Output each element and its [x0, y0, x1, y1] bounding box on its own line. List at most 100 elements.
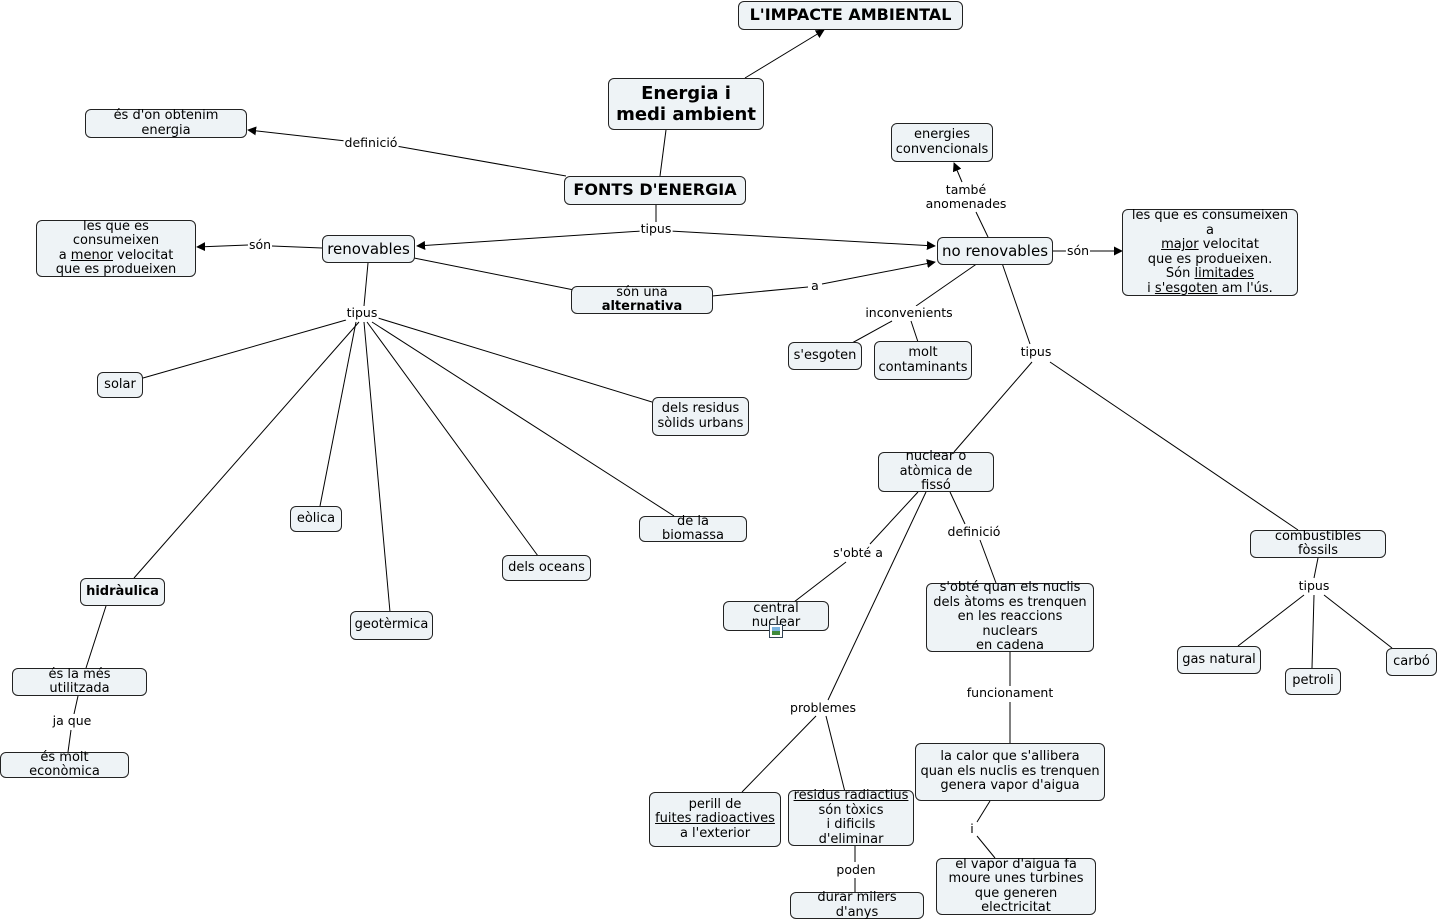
link-fonts-definicio: [395, 145, 567, 177]
link-renovables-son: [271, 245, 323, 249]
node-text-fragment: Són: [1165, 266, 1195, 281]
link-fossils-tipus: [1313, 557, 1319, 579]
link-tipus-fossils: [1049, 361, 1299, 531]
link-norenovables-inconvenients: [915, 262, 979, 307]
link-label-son-renovables: són: [247, 237, 273, 252]
node-text-fragment: atòmica de fissó: [899, 463, 973, 494]
node-text-fragment: genera vapor d'aigua: [940, 778, 1080, 794]
node-text-fragment: les que es consumeixen: [72, 218, 160, 248]
node-text-fragment: energies: [914, 127, 970, 142]
node-text-fragment: que es produeixen: [55, 262, 177, 277]
node-mes-utilitzada[interactable]: és la més utilitzada: [12, 667, 147, 696]
link-norenovables-tambe: [975, 211, 989, 238]
node-oceans[interactable]: dels oceans: [502, 555, 591, 581]
node-durar-milers[interactable]: durar milers d'anys: [790, 890, 924, 920]
node-gas-natural[interactable]: gas natural: [1177, 646, 1261, 674]
node-solar[interactable]: solar: [97, 372, 143, 398]
node-obtenim-energia[interactable]: és d'on obtenim energia: [85, 108, 247, 138]
node-alternativa[interactable]: són una alternativa: [571, 285, 713, 314]
link-son-menor: [196, 242, 249, 252]
node-text: geotèrmica: [355, 618, 429, 633]
link-tipus-eolica: [319, 321, 357, 507]
node-text-fragment: que generen electricitat: [974, 885, 1058, 915]
node-text: combustibles fòssils: [1255, 529, 1381, 559]
node-text-fragment: de la biomassa: [662, 513, 724, 543]
node-text-fragment: Energia i: [641, 83, 731, 104]
node-text-fragment: durar milers d'anys: [817, 890, 897, 920]
node-biomassa[interactable]: de la biomassa: [639, 513, 747, 543]
node-eolica[interactable]: eòlica: [290, 506, 342, 532]
node-text: hidràulica: [86, 583, 159, 600]
link-tipus-norenovables: [669, 230, 936, 251]
node-molt-economica[interactable]: és molt econòmica: [0, 750, 129, 779]
node-text-fragment: s'esgoten: [1154, 280, 1218, 296]
node-text-fragment: que es produeixen.: [1147, 251, 1273, 267]
node-impacte-ambiental[interactable]: L'IMPACTE AMBIENTAL: [738, 1, 963, 30]
node-text-fragment: central nuclear: [751, 600, 801, 630]
node-text-fragment: a: [58, 247, 71, 263]
image-attachment-icon[interactable]: [769, 624, 783, 638]
node-text-fragment: dels oceans: [508, 559, 585, 575]
link-tipus-hidraulica: [133, 321, 360, 579]
link-alternativa-a: [711, 286, 809, 297]
node-text-fragment: menor: [70, 247, 113, 263]
node-text-fragment: s'obté quan els nuclis: [939, 580, 1081, 596]
link-sobtea-central: [793, 561, 847, 603]
node-s-esgoten[interactable]: s'esgoten: [788, 342, 862, 370]
link-label-tambe-anomenades: també anomenades: [924, 182, 1008, 211]
node-carbo[interactable]: carbó: [1386, 648, 1437, 676]
node-fonts-energia[interactable]: FONTS D'ENERGIA: [564, 176, 746, 205]
link-tipus-carbo: [1323, 594, 1393, 649]
node-text-fragment: convencionals: [895, 141, 989, 157]
node-combustibles-fossils[interactable]: combustibles fòssils: [1250, 529, 1386, 559]
node-text-fragment: les que es consumeixen a: [1131, 208, 1289, 238]
link-tipus-petroli: [1311, 594, 1315, 669]
link-problemes-radiactius: [825, 715, 846, 793]
link-definicio-sobtequan: [979, 539, 997, 584]
link-label-son-norenovables: són: [1065, 243, 1091, 258]
node-geotermica[interactable]: geotèrmica: [350, 611, 433, 640]
node-text-fragment: gas natural: [1182, 651, 1256, 667]
link-tipus-biomassa: [371, 321, 675, 517]
node-text-fragment: dels àtoms es trenquen: [933, 594, 1087, 610]
node-renovables[interactable]: renovables: [322, 235, 415, 263]
node-text-fragment: hidràulica: [86, 583, 159, 599]
node-text-fragment: medi ambient: [616, 104, 756, 125]
node-text-fragment: i dificils d'eliminar: [818, 817, 884, 847]
node-text-fragment: s'esgoten: [793, 347, 857, 363]
link-inconvenients-esgoten: [851, 320, 893, 344]
node-text-fragment: la calor que s'allibera: [940, 749, 1080, 765]
node-text-fragment: limitades: [1194, 266, 1255, 281]
link-label-tipus-fossils: tipus: [1297, 578, 1331, 593]
node-hidraulica[interactable]: hidràulica: [80, 578, 165, 606]
link-tipus-solar: [142, 319, 347, 379]
link-tipus-oceans: [366, 321, 539, 557]
node-petroli[interactable]: petroli: [1285, 668, 1341, 695]
node-text-fragment: sòlids urbans: [657, 415, 744, 431]
link-label-tipus: tipus: [639, 221, 673, 236]
node-text-fragment: alternativa: [601, 299, 683, 314]
link-label-definicio-nuclear: definició: [946, 524, 1002, 539]
node-no-renovables[interactable]: no renovables: [937, 237, 1053, 265]
link-hidraulica-mesutilitzada: [85, 605, 107, 669]
node-text: solar: [104, 377, 136, 393]
